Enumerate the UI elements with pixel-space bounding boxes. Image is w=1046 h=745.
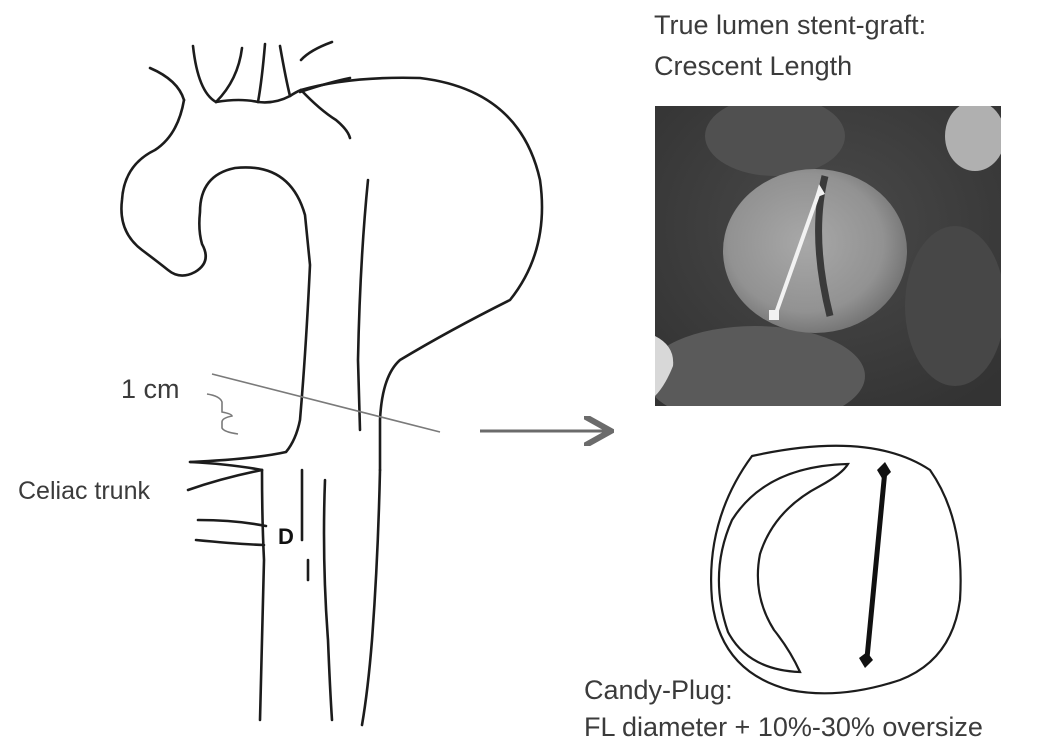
diameter-measure — [867, 470, 885, 658]
intimal-flap — [358, 180, 368, 430]
arch-branch-6 — [301, 42, 332, 60]
descending-right — [362, 470, 380, 725]
false-lumen-aneurysm-inner — [301, 90, 350, 138]
measure-label-1cm: 1 cm — [121, 373, 180, 405]
aorta-outer-left — [121, 100, 310, 462]
section-line — [212, 374, 440, 432]
arch-branch-1 — [150, 68, 184, 100]
arch-branch-5 — [280, 46, 290, 96]
diameter-marker-label: D — [278, 524, 294, 550]
celiac-trunk-lower — [188, 470, 262, 490]
celiac-trunk-upper — [190, 462, 262, 470]
false-lumen-aneurysm-outer — [301, 78, 542, 470]
candy-plug-title: Candy-Plug: — [584, 674, 733, 706]
intimal-flap-lower — [324, 480, 332, 720]
branch-upper — [198, 520, 266, 526]
branch-lower — [196, 540, 264, 545]
celiac-trunk-label: Celiac trunk — [18, 476, 150, 506]
crescent-schematic — [711, 446, 961, 694]
true-lumen-subtitle: Crescent Length — [654, 50, 852, 82]
arch-branch-3 — [216, 48, 242, 102]
true-lumen-crescent — [719, 464, 848, 672]
candy-plug-subtitle: FL diameter + 10%-30% oversize — [584, 711, 983, 743]
true-lumen-title: True lumen stent-graft: — [654, 9, 926, 41]
descending-left-lower — [260, 470, 264, 720]
arch-branch-2 — [193, 46, 216, 102]
arch-branch-4 — [258, 44, 265, 102]
measure-bracket — [207, 394, 238, 434]
ct-scan-crescent-image — [655, 106, 1001, 406]
